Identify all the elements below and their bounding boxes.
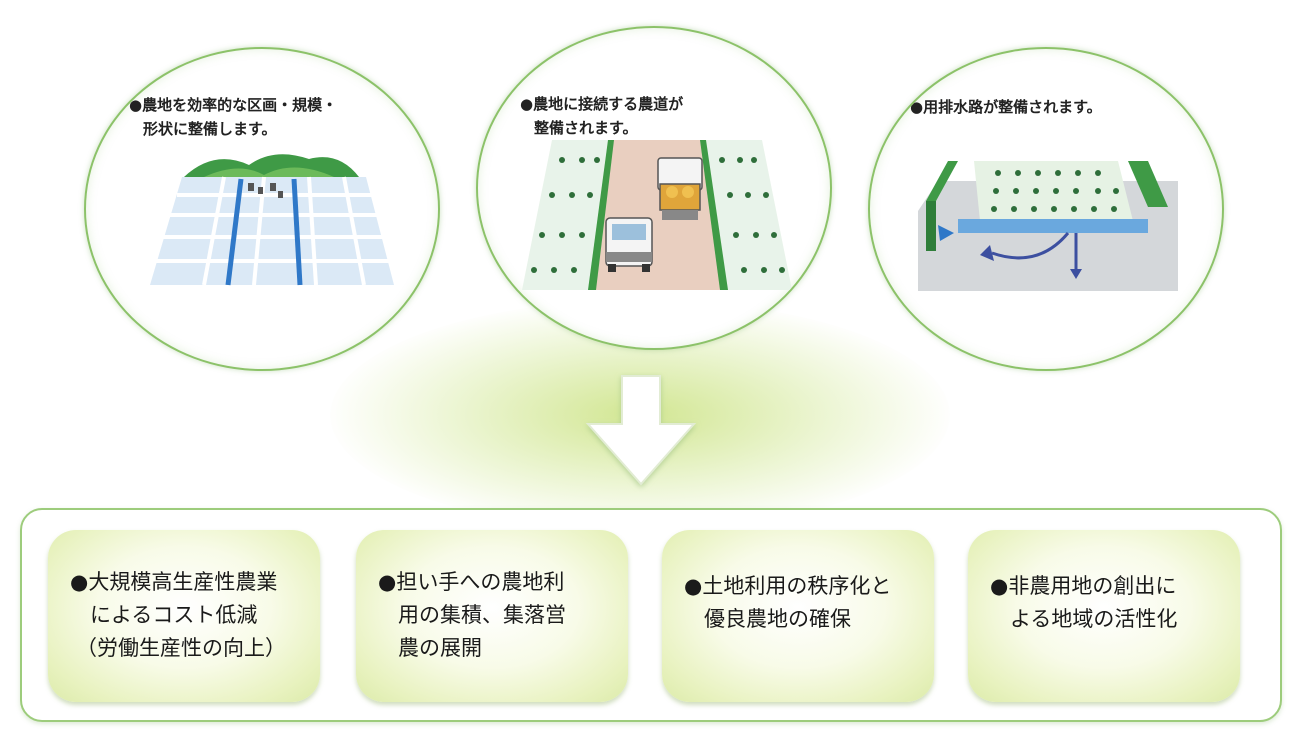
outcome-text: ●大規模高生産性農業 によるコスト低減 （労働生産性の向上） [70,566,286,665]
feature-caption: ●農地を効率的な区画・規模・ 形状に整備します。 [129,93,337,141]
caption-line: 形状に整備します。 [143,120,277,138]
outcome-card: ●土地利用の秩序化と 優良農地の確保 [662,530,934,702]
outcome-line: ●大規模高生産性農業 [70,570,278,594]
farm-road-icon [522,140,792,290]
outcome-card: ●非農用地の創出に よる地域の活性化 [968,530,1240,702]
outcome-line: 用の集積、集落営 [398,603,566,627]
outcome-text: ●土地利用の秩序化と 優良農地の確保 [684,570,891,636]
outcome-line: ●土地利用の秩序化と [684,574,892,598]
caption-line: ●農地を効率的な区画・規模・ [129,96,338,114]
feature-circle-irrigation: ●用排水路が整備されます。 [868,47,1224,371]
outcome-line: ●担い手への農地利 [378,570,565,594]
outcome-line: （労働生産性の向上） [76,636,286,660]
feature-caption: ●用排水路が整備されます。 [910,95,1102,119]
irrigation-channel-icon [918,161,1178,291]
outcome-card: ●大規模高生産性農業 によるコスト低減 （労働生産性の向上） [48,530,320,702]
caption-line: 整備されます。 [534,119,638,137]
outcome-text: ●非農用地の創出に よる地域の活性化 [990,570,1177,636]
outcome-line: よる地域の活性化 [1010,607,1178,631]
outcome-line: ●非農用地の創出に [990,574,1177,598]
outcome-text: ●担い手への農地利 用の集積、集落営 農の展開 [378,566,566,665]
caption-line: ●農地に接続する農道が [520,95,684,113]
feature-caption: ●農地に接続する農道が 整備されます。 [520,92,683,140]
outcome-card: ●担い手への農地利 用の集積、集落営 農の展開 [356,530,628,702]
feature-circle-field-layout: ●農地を効率的な区画・規模・ 形状に整備します。 [84,47,440,371]
caption-line: ●用排水路が整備されます。 [910,98,1102,116]
outcome-line: 農の展開 [398,636,482,660]
outcome-line: 優良農地の確保 [704,607,851,631]
outcome-line: によるコスト低減 [90,603,258,627]
feature-circle-farm-road: ●農地に接続する農道が 整備されます。 [476,26,832,350]
field-grid-icon [150,154,394,286]
down-arrow-icon [585,375,697,486]
